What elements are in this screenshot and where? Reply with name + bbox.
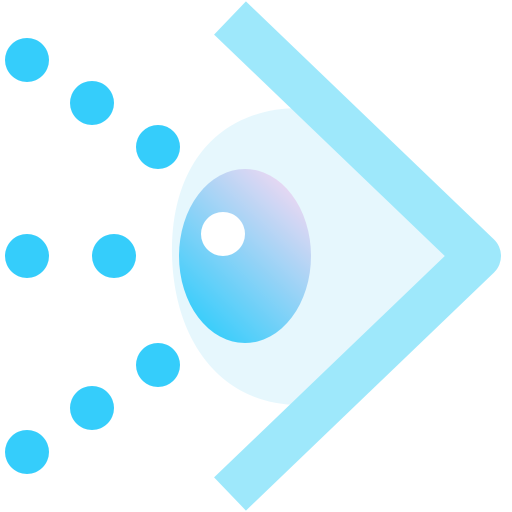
dot-bottom-middle <box>70 386 114 430</box>
dot-center-outer <box>5 234 49 278</box>
dot-bottom-inner <box>136 343 180 387</box>
chevron-right-icon <box>214 1 501 511</box>
dot-top-inner <box>136 125 180 169</box>
dots-group <box>5 38 180 474</box>
dot-center-inner <box>92 234 136 278</box>
pupil-highlight <box>201 212 245 256</box>
dot-bottom-outer <box>5 430 49 474</box>
dot-top-outer <box>5 38 49 82</box>
iris-shape <box>179 169 311 343</box>
dot-top-middle <box>70 81 114 125</box>
